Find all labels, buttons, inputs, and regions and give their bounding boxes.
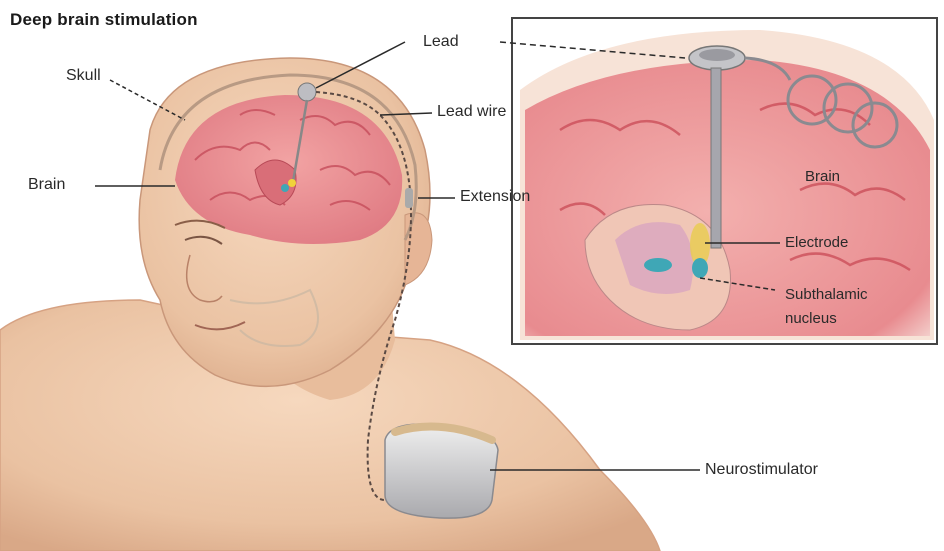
label-neurostimulator: Neurostimulator [705,461,818,479]
extension-connector [405,188,413,208]
inset-label-electrode: Electrode [785,234,848,251]
label-lead-wire: Lead wire [437,103,506,121]
label-lead: Lead [423,33,459,51]
inset-illustration [520,30,934,340]
burr-hole-cap [298,83,316,101]
inset-label-subthalamic: Subthalamic [785,286,868,303]
target-nucleus [281,184,289,192]
label-extension: Extension [460,188,530,206]
inset-label-nucleus: nucleus [785,310,837,327]
electrode-tip [288,179,296,187]
inset-label-brain: Brain [805,168,840,185]
label-brain: Brain [28,176,65,194]
label-skull: Skull [66,67,101,85]
page-title: Deep brain stimulation [10,10,198,30]
